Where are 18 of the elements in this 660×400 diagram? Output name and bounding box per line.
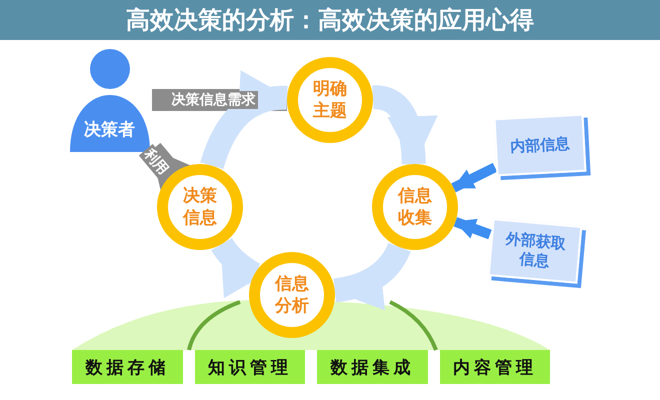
person-label: 决策者 — [84, 119, 135, 141]
arrow — [332, 242, 411, 309]
arrow — [200, 72, 290, 170]
arrow — [451, 162, 498, 192]
category-box: 数据存储 — [72, 350, 183, 384]
category-box: 知识管理 — [195, 350, 305, 384]
circle-label: 信息收集 — [396, 185, 433, 229]
circle-label: 明确主题 — [312, 78, 348, 122]
title: 高效决策的分析：高效决策的应用心得 — [126, 5, 534, 36]
card-label: 内部信息 — [510, 134, 570, 156]
arrow — [454, 217, 492, 240]
circle-label: 信息分析 — [274, 273, 310, 317]
arrow — [372, 85, 437, 167]
edge-label: 决策信息需求 — [170, 91, 258, 109]
category-box: 数据集成 — [317, 350, 428, 384]
card-label: 外部获取信息 — [504, 229, 567, 272]
circle-label: 决策信息 — [182, 185, 218, 229]
category-box: 内容管理 — [440, 350, 550, 384]
